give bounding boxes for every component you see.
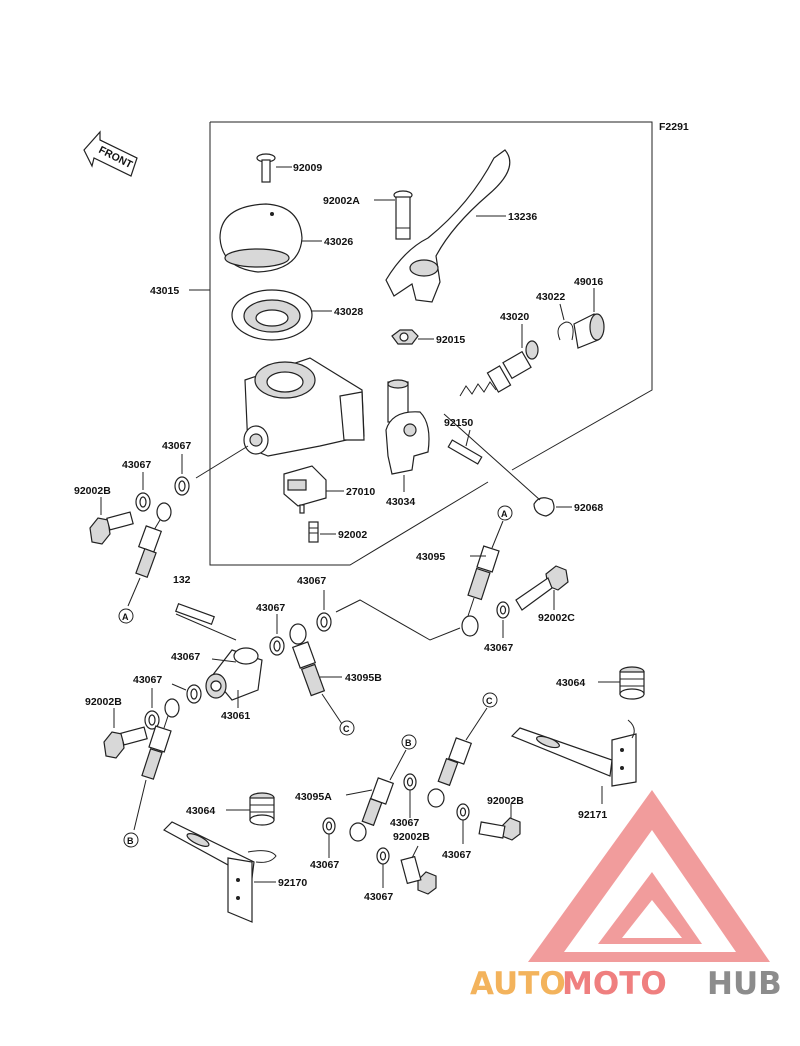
label-92068: 92068 — [574, 502, 603, 514]
washer-43067-center-mid — [269, 636, 285, 656]
label-43064-b: 43064 — [186, 805, 215, 817]
label-43067-f: 43067 — [171, 651, 200, 663]
part-92002C-bolt — [515, 565, 569, 611]
assembly-box-43015 — [189, 121, 653, 566]
label-43067-c: 43067 — [297, 575, 326, 587]
part-92015-nut — [391, 329, 419, 345]
part-43064-spring-left — [249, 792, 275, 826]
part-92150-screw — [447, 439, 483, 465]
ref-c-upper: C — [343, 724, 350, 734]
part-92002B-bolt-lower — [103, 726, 148, 759]
part-92002-screw — [308, 521, 319, 543]
hose-upper-left — [127, 502, 172, 607]
part-43026-cap — [219, 203, 303, 273]
part-43028-diaphragm — [231, 289, 313, 341]
washer-43067-right-mid — [496, 601, 510, 619]
label-43067-h: 43067 — [390, 817, 419, 829]
part-92002B-bolt-center — [400, 855, 437, 895]
washer-43067-b1 — [403, 773, 417, 791]
part-92002A-bolt — [393, 190, 413, 240]
front-arrow-icon: FRONT — [83, 130, 138, 177]
ref-c-lower: C — [486, 696, 493, 706]
washer-43067-lower-left — [144, 710, 160, 730]
label-92002: 92002 — [338, 529, 367, 541]
label-43095A: 43095A — [295, 791, 332, 803]
part-92171-bracket — [510, 719, 637, 787]
label-43067-b: 43067 — [122, 459, 151, 471]
hose-c-lower — [427, 692, 498, 808]
logo-hub: HUB — [707, 966, 782, 1002]
hose-43095 — [461, 505, 513, 637]
automotohub-logo: AUTO MOTO HUB — [470, 790, 782, 1002]
label-43067-g: 43067 — [133, 674, 162, 686]
part-92002B-bolt-right — [478, 817, 521, 841]
logo-auto: AUTO — [470, 966, 566, 1002]
label-92002B-a: 92002B — [74, 485, 111, 497]
ref-a-lower: A — [122, 612, 129, 622]
part-43022-clip — [557, 321, 574, 341]
part-43034-clamp — [385, 379, 430, 475]
part-13236-lever — [385, 149, 511, 303]
washer-43067-c — [456, 803, 470, 821]
label-13236: 13236 — [508, 211, 537, 223]
label-43067-j: 43067 — [310, 859, 339, 871]
label-92002A: 92002A — [323, 195, 360, 207]
washer-43067-joint — [186, 684, 202, 704]
label-92150: 92150 — [444, 417, 473, 429]
hose-43095A — [349, 734, 417, 842]
ref-b-lower: B — [127, 836, 134, 846]
ref-b-upper: B — [405, 738, 412, 748]
part-92170-bracket — [163, 821, 277, 923]
label-43095: 43095 — [416, 551, 445, 563]
label-92171: 92171 — [578, 809, 607, 821]
label-43095B: 43095B — [345, 672, 382, 684]
label-43067-e: 43067 — [256, 602, 285, 614]
label-43034: 43034 — [386, 496, 415, 508]
part-43064-spring-right — [619, 666, 645, 700]
part-49016-boot — [573, 313, 605, 349]
label-92002C: 92002C — [538, 612, 575, 624]
logo-moto: MOTO — [562, 966, 667, 1002]
label-27010: 27010 — [346, 486, 375, 498]
hose-43095B — [289, 623, 343, 725]
label-92015: 92015 — [436, 334, 465, 346]
part-92068-cap — [533, 497, 555, 517]
label-43028: 43028 — [334, 306, 363, 318]
label-43064-a: 43064 — [556, 677, 585, 689]
label-43067-i: 43067 — [442, 849, 471, 861]
label-43022: 43022 — [536, 291, 565, 303]
label-43026: 43026 — [324, 236, 353, 248]
label-43015: 43015 — [150, 285, 179, 297]
part-43020-piston — [459, 340, 539, 397]
washer-43067-center-top — [316, 612, 332, 632]
washer-43067-upper-left — [135, 492, 151, 512]
label-43061: 43061 — [221, 710, 250, 722]
hose-lower-left — [133, 698, 180, 831]
label-43020: 43020 — [500, 311, 529, 323]
label-92009: 92009 — [293, 162, 322, 174]
label-92002B-c: 92002B — [487, 795, 524, 807]
part-27010-switch — [283, 465, 327, 514]
label-43067-k: 43067 — [364, 891, 393, 903]
label-49016: 49016 — [574, 276, 603, 288]
ref-a-upper: A — [501, 509, 508, 519]
label-92002B-b: 92002B — [85, 696, 122, 708]
part-43015-cylinder-body — [243, 357, 365, 457]
washer-43067-upper-right — [174, 476, 190, 496]
label-43067-d: 43067 — [484, 642, 513, 654]
part-92002B-bolt-upper — [89, 511, 134, 545]
figure-ref: F2291 — [659, 121, 689, 133]
label-43067-a: 43067 — [162, 440, 191, 452]
part-43061-joint — [175, 602, 263, 701]
label-132: 132 — [173, 574, 191, 586]
part-92009-screw — [256, 153, 276, 183]
washer-43067-b2 — [322, 817, 336, 835]
label-92170: 92170 — [278, 877, 307, 889]
label-92002B-d: 92002B — [393, 831, 430, 843]
washer-43067-b3 — [376, 847, 390, 865]
